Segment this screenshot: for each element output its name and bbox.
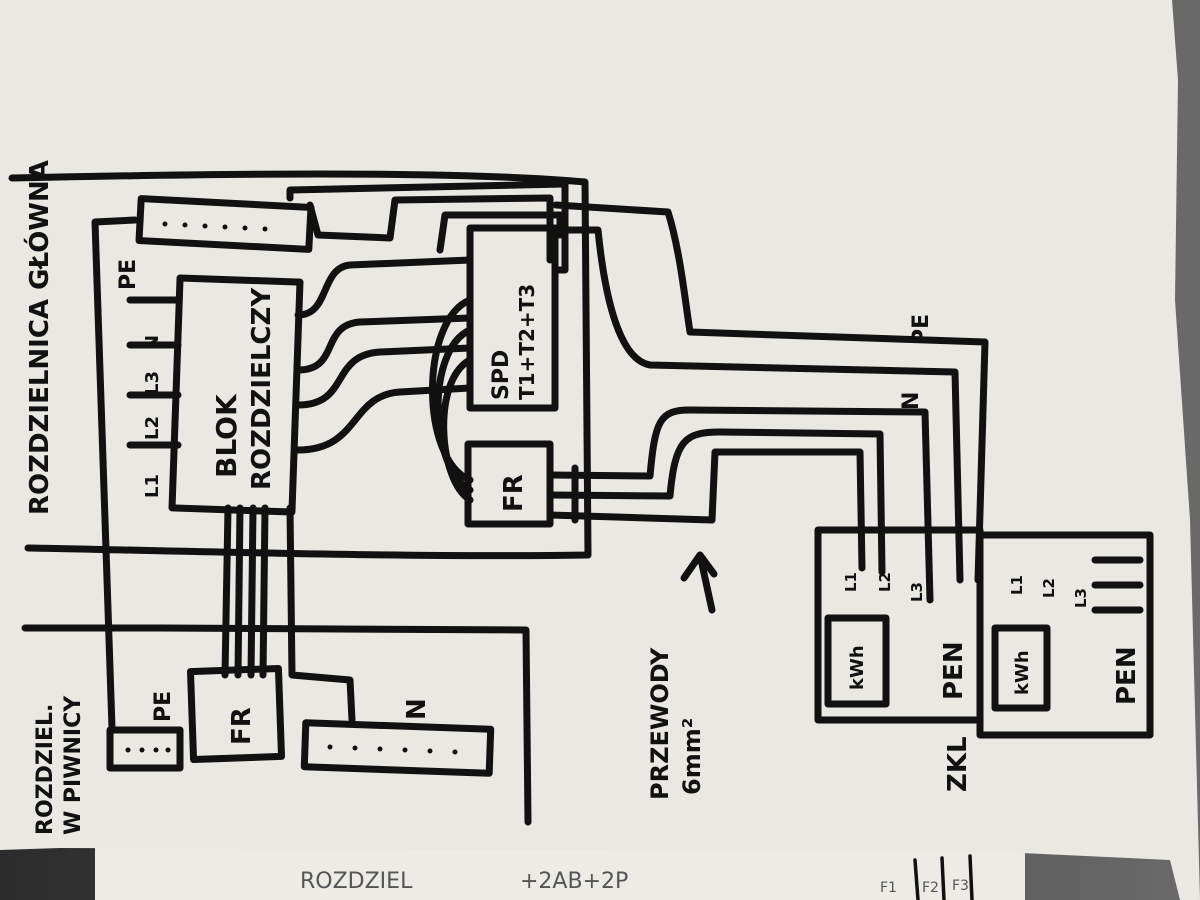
spd-fr-loops [429, 296, 474, 504]
l1-route [546, 406, 934, 604]
pe-wire [91, 216, 139, 732]
pe-label-top: PE [116, 259, 141, 290]
meter-right-label: kWh [1012, 650, 1033, 695]
n-bar-holes [327, 744, 458, 755]
spd-label-1: SPD [489, 350, 514, 400]
wire-n-label: N [899, 392, 924, 410]
label-l1: L1 [142, 474, 163, 498]
n-bar-label: N [402, 698, 432, 720]
f2-label: F2 [922, 880, 939, 896]
block-down-wires [221, 504, 356, 724]
wires-label-1: PRZEWODY [646, 647, 674, 800]
pe-bar-bottom [106, 726, 184, 772]
n-bar [300, 719, 495, 777]
zkl-label: ZKL [943, 736, 973, 792]
block-label-2: ROZDZIELCZY [247, 287, 277, 490]
pe-bar-bottom-holes [125, 747, 171, 753]
fr-box-top [464, 440, 554, 528]
ml1-label: L1 [842, 572, 860, 592]
basement-label-1: ROZDZIEL. [33, 704, 58, 835]
bottom-note: ROZDZIEL [300, 869, 413, 894]
basement-label-2: W PIWNICY [61, 695, 86, 835]
meter-right-box [991, 624, 1051, 712]
f3-label: F3 [952, 878, 969, 894]
label-n: N [142, 335, 163, 350]
top-route-1 [286, 180, 569, 274]
label-l2: L2 [142, 416, 163, 440]
mr3-label: L3 [1072, 588, 1090, 608]
top-route-2 [306, 194, 554, 264]
f1-label: F1 [880, 880, 897, 896]
fr-label-top: FR [499, 474, 529, 512]
pen-right-label: PEN [1112, 646, 1142, 705]
top-route-3 [436, 211, 564, 254]
meter-left-label: kWh [847, 645, 868, 690]
pe-label-bottom: PE [151, 691, 176, 722]
ml2-label: L2 [876, 572, 894, 592]
l2-route [546, 428, 886, 576]
wire-pe-label: PE [909, 314, 934, 345]
ml3-label: L3 [908, 582, 926, 602]
zkl-right-dashes [1091, 556, 1144, 614]
input-lines [126, 296, 182, 449]
n-route [552, 226, 964, 584]
meter-left-box [824, 614, 890, 708]
block-label-1: BLOK [210, 393, 243, 478]
pe-bar-top-holes [162, 221, 268, 232]
pe-bar-top [135, 195, 315, 253]
mr1-label: L1 [1008, 575, 1026, 595]
zkl-right [976, 531, 1154, 739]
bottom-grid-lines [913, 854, 974, 900]
label-l3: L3 [142, 371, 163, 395]
wires-arrow [680, 551, 718, 614]
pe-route [552, 201, 989, 584]
pen-left-label: PEN [939, 641, 969, 700]
basement-board-outline [21, 624, 532, 826]
bottom-formula: +2AB+2P [520, 869, 628, 894]
mr2-label: L2 [1040, 578, 1058, 598]
fr-label-bottom: FR [227, 707, 257, 745]
wires-label-2: 6mm² [678, 718, 706, 795]
spd-label-2: T1+T2+T3 [515, 284, 539, 400]
main-board-outline [8, 170, 592, 560]
l3-route [546, 448, 866, 572]
fr-box-bottom [186, 664, 286, 764]
block-spd-wires [294, 256, 474, 454]
main-board-label: ROZDZIELNICA GŁÓWNA [23, 160, 55, 515]
